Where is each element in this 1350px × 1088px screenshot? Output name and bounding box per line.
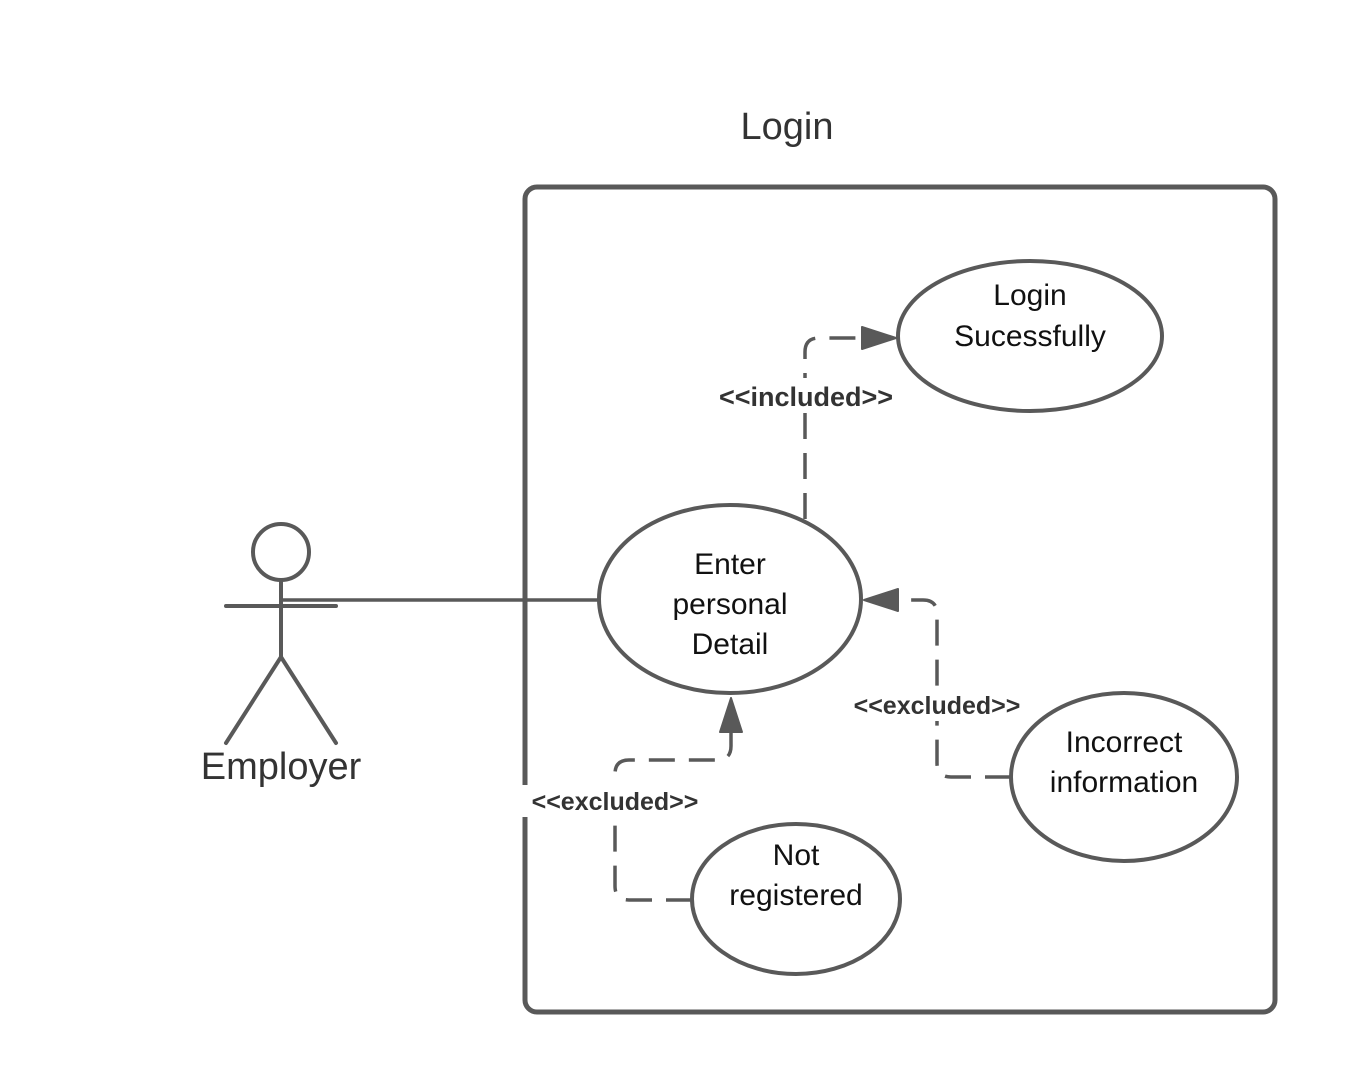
exclude-label-incorrect: <<excluded>> (854, 692, 1021, 720)
exclude-connector-incorrect (898, 598, 1011, 779)
diagram-title: Login (741, 106, 834, 148)
include-connector (803, 336, 862, 519)
exclude-arrowhead-incorrect (863, 588, 899, 612)
use-case-incorrect-information: Incorrect information (1009, 691, 1239, 863)
actor-label: Employer (201, 746, 362, 788)
actor-left-leg (224, 655, 283, 745)
actor-right-leg (279, 655, 338, 745)
actor-head (251, 522, 311, 582)
exclude-arrowhead-not-registered (719, 697, 743, 733)
use-case-incorrect-information-line-1: Incorrect (1066, 726, 1183, 759)
use-case-not-registered-line-2: registered (729, 879, 862, 912)
exclude-label-not-registered-bg (516, 785, 714, 817)
use-case-incorrect-information-line-2: information (1050, 766, 1198, 799)
exclude-connector-not-registered (613, 732, 733, 902)
exclude-label-not-registered: <<excluded>> (532, 788, 699, 816)
actor-employer (224, 522, 338, 745)
use-case-enter-personal-detail-line-3: Detail (692, 628, 769, 661)
use-case-login-successfully: Login Sucessfully (896, 259, 1164, 413)
use-case-login-successfully-line-1: Login (993, 279, 1066, 312)
exclude-label-incorrect-bg (838, 689, 1036, 721)
include-arrowhead (861, 326, 897, 350)
use-case-enter-personal-detail: Enter personal Detail (597, 503, 863, 695)
use-case-not-registered: Not registered (690, 822, 902, 976)
use-case-login-successfully-line-2: Sucessfully (954, 320, 1106, 353)
use-case-enter-personal-detail-line-1: Enter (694, 548, 766, 581)
include-label-bg (696, 378, 916, 412)
include-label: <<included>> (719, 382, 893, 412)
use-case-not-registered-line-1: Not (773, 839, 820, 872)
use-case-enter-personal-detail-line-2: personal (672, 588, 787, 621)
